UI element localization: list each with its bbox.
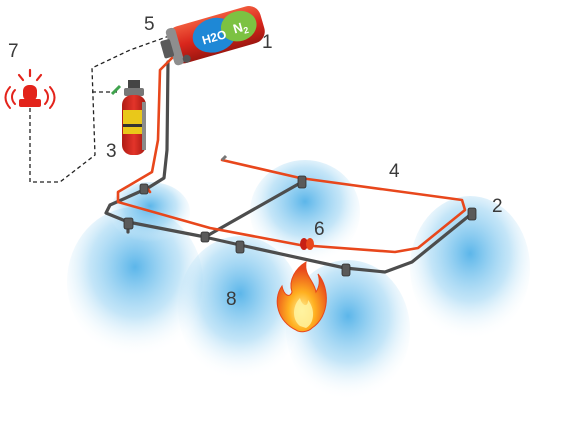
tank-label-n2-sub: 2 [242,25,250,36]
callout-6: 6 [314,219,325,240]
nozzle [139,183,149,195]
callout-3: 3 [106,141,117,162]
fire-flame-icon [276,261,327,333]
tank-label-h2o: H2O [200,27,228,47]
nozzle [341,263,351,277]
spray-cloud [410,196,530,340]
nozzle [235,240,245,254]
callout-2: 2 [492,196,503,217]
callout-5: 5 [144,14,155,35]
nozzle [200,231,210,243]
nozzles [123,175,477,277]
alarm-siren-icon [4,68,56,109]
alarm-wiring [29,34,173,183]
callout-4: 4 [389,161,400,182]
nozzle [467,207,477,221]
extinguisher-cylinder [110,80,146,155]
tank-label-n2: N2 [231,18,250,38]
pressurised-tank: H2O N2 [160,6,265,66]
nozzle [297,175,307,189]
nozzle [123,217,134,230]
callout-8: 8 [226,289,237,310]
callout-7: 7 [8,41,19,62]
spray-cloud [67,207,203,357]
water-mist-sprays [67,160,530,400]
spray-cloud [178,236,302,380]
section-valve [300,238,314,250]
callout-1: 1 [262,32,273,53]
tank-label-n2-base: N [231,19,244,36]
red-pipe-end [220,154,228,162]
spray-cloud [250,160,360,264]
